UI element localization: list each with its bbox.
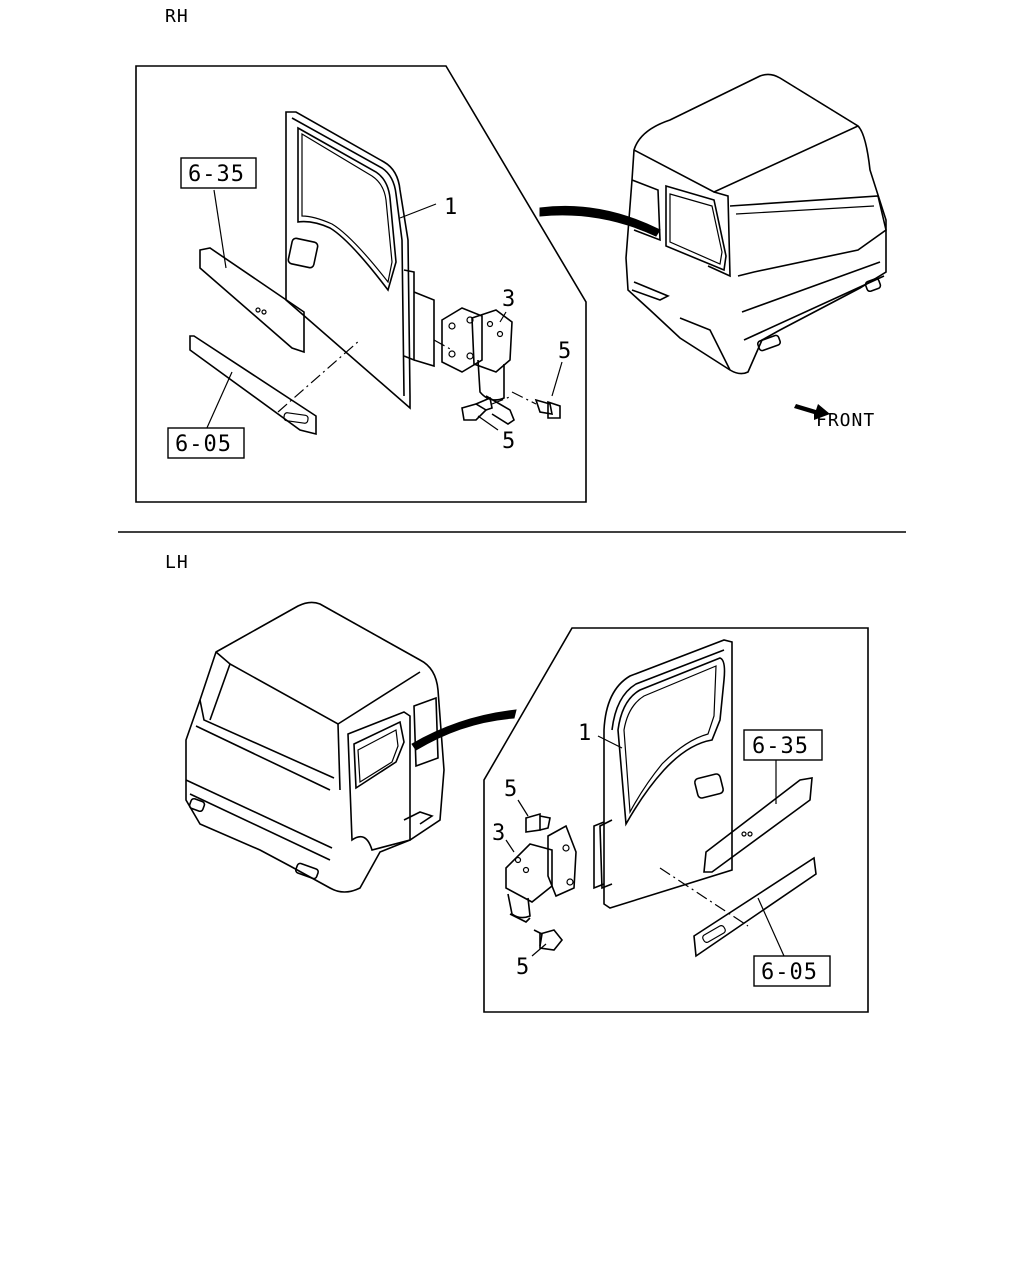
lh-section: LH bbox=[165, 552, 869, 1013]
rh-bolt-lower bbox=[461, 395, 513, 421]
lh-callout-door: 1 bbox=[578, 721, 591, 746]
rh-callout-hinge: 3 bbox=[502, 287, 515, 312]
rh-ref-label-upper: 6-35 bbox=[188, 162, 245, 187]
lh-ref-label-upper: 6-35 bbox=[752, 734, 809, 759]
rh-ref-label-lower: 6-05 bbox=[175, 432, 232, 457]
rh-section: RH bbox=[135, 6, 887, 503]
lh-section-label: LH bbox=[165, 552, 189, 573]
rh-door-illustration bbox=[285, 111, 453, 410]
lh-leader-1 bbox=[597, 735, 623, 749]
rh-bolt-upper bbox=[511, 391, 561, 419]
rh-hinge-illustration bbox=[441, 307, 515, 425]
rh-trim-upper bbox=[199, 247, 305, 354]
lh-callout-bolt-lower: 5 bbox=[516, 955, 529, 980]
lh-callout-bolt-upper: 5 bbox=[504, 777, 517, 802]
lh-cab-illustration bbox=[185, 601, 445, 893]
lh-bolt-lower bbox=[533, 929, 564, 951]
lh-leader-5-lower bbox=[531, 943, 547, 957]
lh-trim-lower bbox=[693, 856, 817, 958]
lh-pointer-arrow bbox=[411, 709, 517, 751]
rh-leader-3 bbox=[499, 311, 507, 323]
rh-cab-illustration bbox=[625, 73, 887, 375]
rh-ref-box-upper: 6-35 bbox=[180, 157, 257, 189]
lh-bolt-upper bbox=[525, 812, 551, 833]
rh-section-label: RH bbox=[165, 6, 189, 27]
rh-leader-1 bbox=[399, 203, 437, 219]
rh-leader-5-lower bbox=[477, 415, 499, 431]
rh-callout-door: 1 bbox=[444, 195, 457, 220]
rh-ref-box-lower: 6-05 bbox=[167, 427, 245, 459]
lh-leader-5-upper bbox=[517, 799, 529, 817]
lh-detail-frame bbox=[483, 627, 869, 1013]
rh-pointer-arrow bbox=[539, 205, 661, 237]
rh-leader-5-upper bbox=[551, 361, 563, 397]
lh-ref-box-lower: 6-05 bbox=[753, 955, 831, 987]
lh-door-illustration bbox=[593, 639, 749, 927]
lh-hinge-illustration bbox=[505, 824, 577, 923]
lh-leader-6-05 bbox=[757, 897, 785, 957]
front-direction-indicator: FRONT bbox=[794, 404, 875, 431]
rh-leader-6-35 bbox=[213, 189, 227, 269]
front-arrow-icon bbox=[794, 404, 830, 420]
rh-trim-lower bbox=[189, 335, 361, 436]
lh-ref-label-lower: 6-05 bbox=[761, 960, 818, 985]
rh-callout-bolt-lower: 5 bbox=[502, 429, 515, 454]
lh-callout-hinge: 3 bbox=[492, 821, 505, 846]
rh-detail-frame bbox=[135, 65, 587, 503]
lh-ref-box-upper: 6-35 bbox=[743, 729, 823, 761]
front-label: FRONT bbox=[816, 410, 875, 431]
rh-callout-bolt-upper: 5 bbox=[558, 339, 571, 364]
lh-leader-3 bbox=[505, 839, 515, 853]
rh-leader-6-05 bbox=[205, 371, 233, 431]
lh-trim-upper bbox=[703, 777, 813, 873]
